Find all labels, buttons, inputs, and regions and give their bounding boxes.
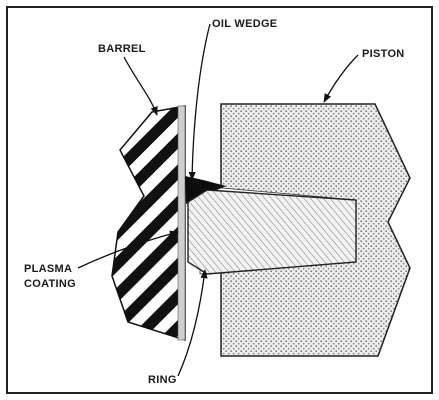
plasma-coating-label-line2: COATING [24, 278, 76, 290]
piston-ring [187, 189, 357, 275]
barrel-label: BARREL [98, 43, 146, 55]
plasma-coating-label-line1: PLASMA [24, 263, 72, 275]
outer-frame [6, 6, 433, 394]
piston-leader [323, 54, 359, 103]
oil-wedge-leader [188, 23, 211, 181]
plasma-coating [177, 105, 186, 341]
barrel-wall [111, 105, 186, 342]
oil-wedge-label: OIL WEDGE [212, 18, 277, 30]
ring-leader [177, 269, 208, 377]
barrel-leader [123, 56, 158, 116]
plasma-coating-leader [77, 230, 179, 269]
piston-label: PISTON [362, 48, 405, 60]
ring-label: RING [148, 374, 177, 386]
